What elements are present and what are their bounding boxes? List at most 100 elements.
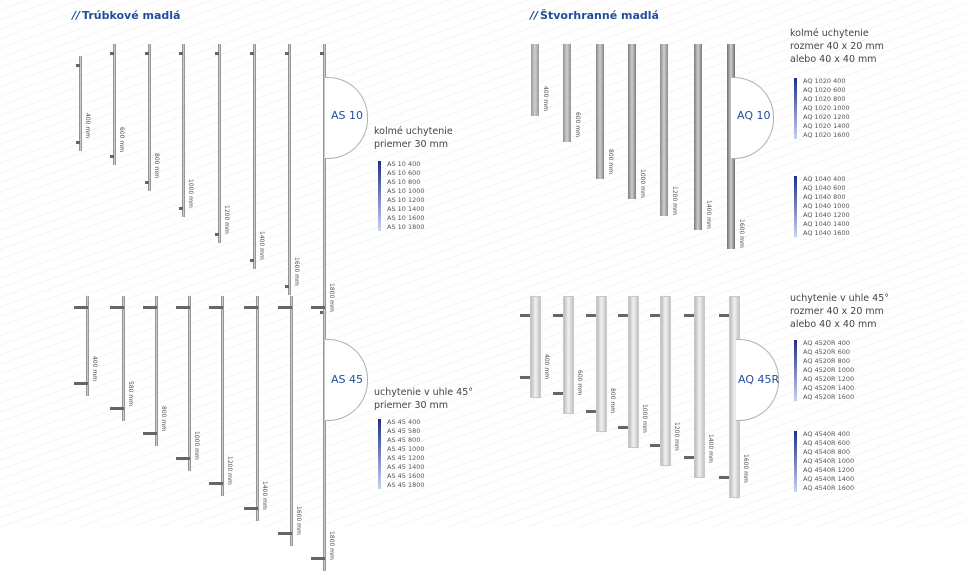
aq45r-bar [628,296,639,448]
as10-mount [320,52,324,55]
aq10-length-label: 800 mm [607,149,614,175]
as45-mount [209,482,223,485]
as10-rod [79,56,82,151]
aq10-length-label: 1600 mm [738,219,745,248]
aq45r-length-label: 800 mm [609,388,616,414]
as45-mount [311,557,325,560]
as45-length-label: 580 mm [127,381,134,407]
as45-product-item: AS 45 1000 [387,445,425,453]
as10-length-label: 1400 mm [258,231,265,260]
as45-length-label: 400 mm [91,356,98,382]
aq45r-mount [520,314,530,317]
aq4520r-product-item: AQ 4520R 400 [803,339,851,347]
as10-product-item: AS 10 600 [387,169,421,177]
as10-length-label: 1000 mm [187,179,194,208]
aq1020-product-item: AQ 1020 800 [803,95,846,103]
aq1020-product-item: AQ 1020 1600 [803,131,850,139]
as10-mount [179,52,183,55]
aq4520r-product-item: AQ 4520R 1200 [803,375,855,383]
aq45r-mount [520,376,530,379]
square-handles-title: //Štvorhranné madlá [530,9,659,22]
as10-length-label: 1600 mm [293,257,300,286]
aq45r-mount [650,314,660,317]
as45-mount [110,306,124,309]
as45-rod [188,296,191,471]
as10-mount [145,52,149,55]
as10-product-item: AS 10 1800 [387,223,425,231]
aq1040-product-item: AQ 1040 400 [803,175,846,183]
aq10-bar [628,44,636,199]
as10-product-item: AS 10 1000 [387,187,425,195]
aq1040-product-item: AQ 1040 1400 [803,220,850,228]
aq45r-code: AQ 45R [738,373,780,386]
as45-product-item: AS 45 800 [387,436,421,444]
as45-product-item: AS 45 400 [387,418,421,426]
as45-rod [256,296,259,521]
as10-mount [285,285,289,288]
as45-product-item: AS 45 580 [387,427,421,435]
as10-mount [215,52,219,55]
as10-rod [218,44,221,243]
aq45r-bar [694,296,705,478]
aq45r-bar [660,296,671,466]
as45-mount [311,306,325,309]
as45-mount [143,306,157,309]
aq45r-bar [530,296,541,398]
as45-mount [244,507,258,510]
aq10-bar [596,44,604,179]
aq10-bar [694,44,702,230]
aq45r-mount [684,456,694,459]
aq4540r-product-item: AQ 4540R 1600 [803,484,855,492]
as10-rod [113,44,116,165]
as10-rod [288,44,291,295]
aq10-bar [563,44,571,142]
as10-product-item: AS 10 800 [387,178,421,186]
as45-mount [176,306,190,309]
aq4540r-product-item: AQ 4540R 600 [803,439,851,447]
as10-product-item: AS 10 400 [387,160,421,168]
aq45r-description: uchytenie v uhle 45° rozmer 40 x 20 mm a… [790,293,890,330]
as45-mount [74,382,88,385]
aq45r-mount [553,392,563,395]
aq1040-product-item: AQ 1040 1200 [803,211,850,219]
as45-mount [278,306,292,309]
as10-product-item: AS 10 1200 [387,196,425,204]
as45-rod [323,296,326,571]
aq10-description: kolmé uchytenie rozmer 40 x 20 mm alebo … [790,28,884,65]
as45-length-label: 1800 mm [328,531,335,560]
aq4520r-product-item: AQ 4520R 800 [803,357,851,365]
as45-mount [209,306,223,309]
as45-rod [155,296,158,446]
as10-mount [285,52,289,55]
as10-product-item: AS 10 1400 [387,205,425,213]
as10-mount [179,207,183,210]
aq45r-length-label: 400 mm [543,354,550,380]
aq4520r-product-item: AQ 4520R 1000 [803,366,855,374]
as45-length-label: 800 mm [160,406,167,432]
as10-mount [110,155,114,158]
aq4520r-product-item: AQ 4520R 1600 [803,393,855,401]
as45-mount [74,306,88,309]
aq45r-mount [684,314,694,317]
aq45r-mount [586,410,596,413]
as45-length-label: 1200 mm [226,456,233,485]
as10-mount [250,259,254,262]
as45-product-item: AS 45 1200 [387,454,425,462]
as10-rod [148,44,151,191]
as10-code: AS 10 [331,109,364,122]
as10-rod [182,44,185,217]
as10-mount [76,64,80,67]
as10-mount [145,181,149,184]
aq1020-product-item: AQ 1020 400 [803,77,846,85]
aq4540r-product-item: AQ 4540R 1400 [803,475,855,483]
aq45r-mount [719,476,729,479]
as45-product-item: AS 45 1600 [387,472,425,480]
as45-length-label: 1600 mm [295,506,302,535]
as45-mount [110,407,124,410]
as45-length-label: 1400 mm [261,481,268,510]
